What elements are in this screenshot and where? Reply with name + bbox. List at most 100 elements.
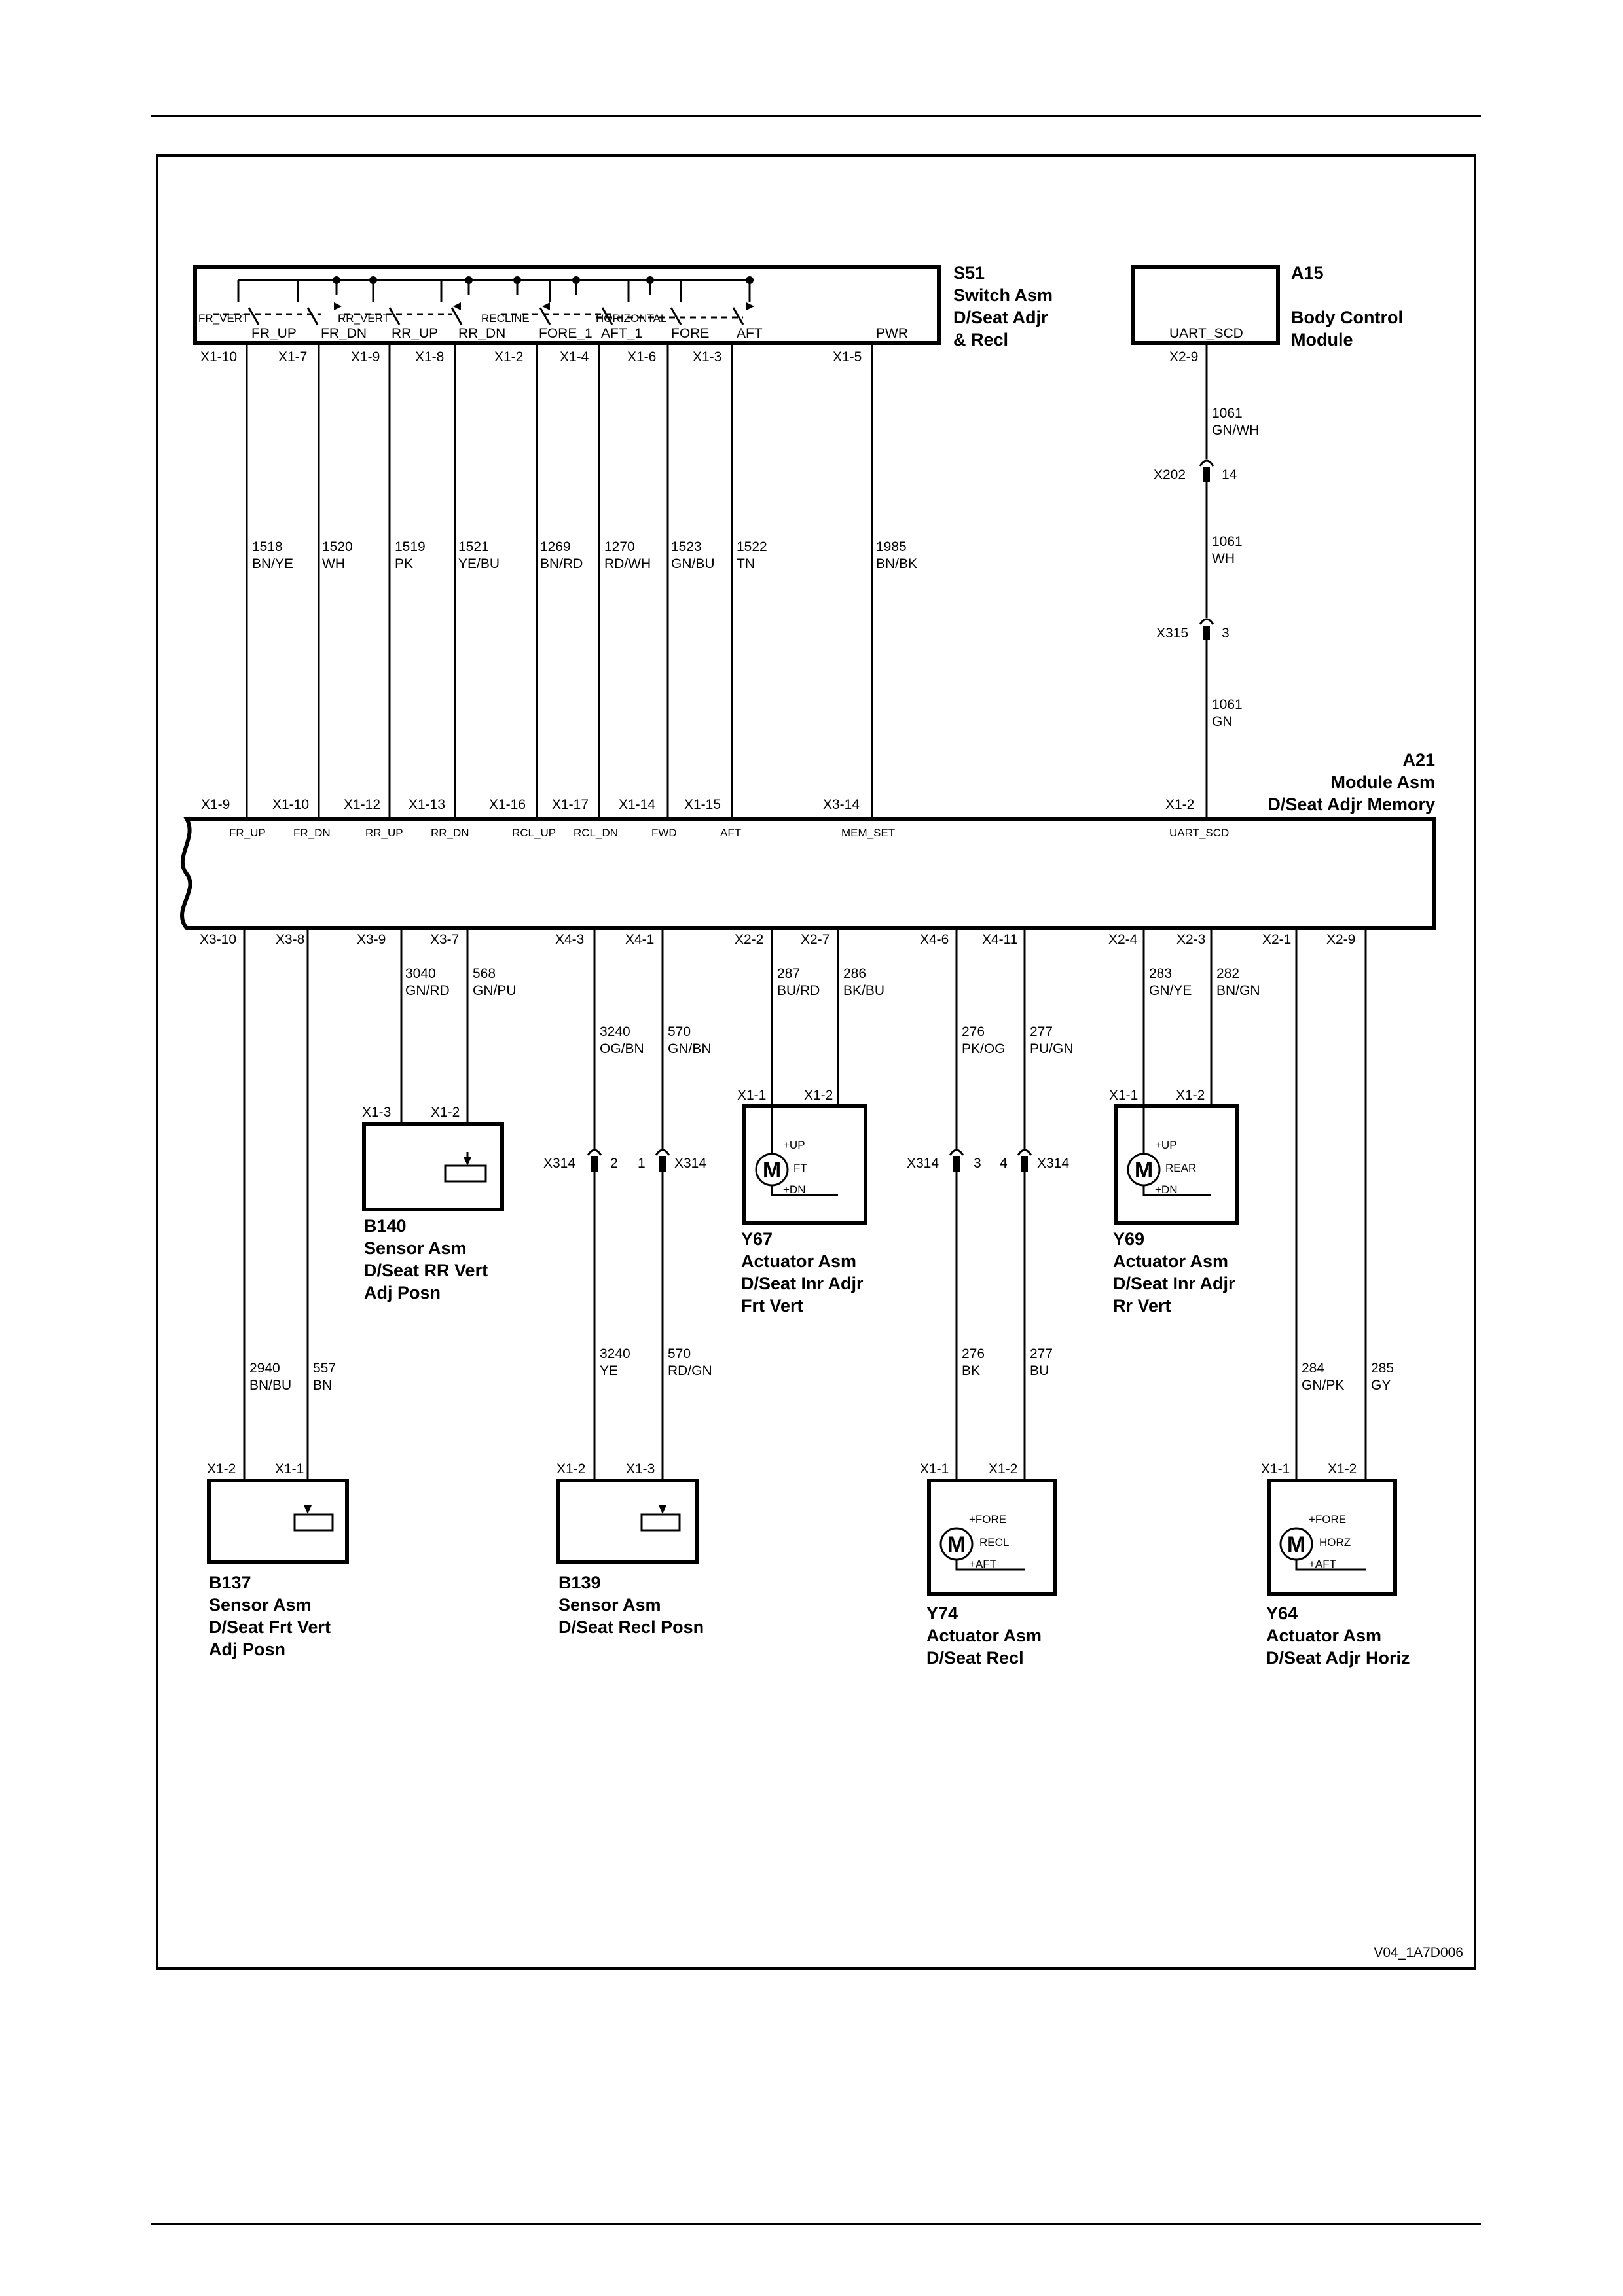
svg-text:1521: 1521 <box>458 539 489 554</box>
b140-potentiometer <box>444 1164 487 1183</box>
svg-text:X1-16: X1-16 <box>489 797 526 812</box>
svg-text:GN/BU: GN/BU <box>671 556 715 571</box>
svg-text:BN/RD: BN/RD <box>540 556 583 571</box>
svg-text:RCL_DN: RCL_DN <box>574 827 618 839</box>
diagram-frame <box>156 154 1476 1970</box>
svg-text:X3-8: X3-8 <box>276 932 304 947</box>
svg-text:Module Asm: Module Asm <box>1330 772 1435 792</box>
svg-text:Actuator Asm: Actuator Asm <box>1266 1626 1381 1645</box>
svg-text:FWD: FWD <box>651 827 677 839</box>
svg-text:X1-13: X1-13 <box>409 797 445 812</box>
svg-text:Sensor Asm: Sensor Asm <box>209 1595 312 1615</box>
svg-text:PU/GN: PU/GN <box>1030 1041 1074 1056</box>
svg-text:Adj Posn: Adj Posn <box>209 1640 285 1659</box>
svg-text:PK/OG: PK/OG <box>962 1041 1006 1056</box>
svg-text:X4-1: X4-1 <box>625 932 654 947</box>
svg-text:1270: 1270 <box>604 539 635 554</box>
svg-text:+FORE: +FORE <box>1309 1513 1346 1526</box>
svg-text:568: 568 <box>473 966 496 981</box>
svg-text:+DN: +DN <box>783 1183 805 1196</box>
svg-text:X314: X314 <box>674 1156 706 1171</box>
svg-text:Rr Vert: Rr Vert <box>1113 1296 1171 1316</box>
svg-text:GY: GY <box>1371 1378 1391 1393</box>
svg-text:1269: 1269 <box>540 539 571 554</box>
svg-text:X3-10: X3-10 <box>200 932 236 947</box>
b137-sensor: X1-2 X1-1 B137 Sensor Asm D/Seat Frt Ver… <box>207 1462 349 1659</box>
s51-contacts <box>247 307 744 325</box>
svg-text:D/Seat Inr Adjr: D/Seat Inr Adjr <box>1113 1274 1235 1293</box>
svg-text:X1-3: X1-3 <box>693 350 721 365</box>
svg-text:X314: X314 <box>1037 1156 1069 1171</box>
svg-text:X2-9: X2-9 <box>1326 932 1355 947</box>
svg-text:1: 1 <box>638 1156 646 1171</box>
svg-text:D/Seat Adjr: D/Seat Adjr <box>953 308 1048 327</box>
svg-text:M: M <box>947 1532 966 1557</box>
svg-text:1061: 1061 <box>1212 697 1243 712</box>
svg-text:MEM_SET: MEM_SET <box>841 827 895 839</box>
svg-text:RR_DN: RR_DN <box>458 326 505 341</box>
svg-text:X1-15: X1-15 <box>684 797 721 812</box>
b140-sensor: X1-3 X1-2 B140 Sensor Asm D/Seat RR Vert… <box>362 1105 504 1302</box>
svg-text:X1-4: X1-4 <box>560 350 589 365</box>
svg-text:D/Seat Adjr Horiz: D/Seat Adjr Horiz <box>1266 1648 1410 1668</box>
x315-connector <box>1199 618 1214 625</box>
svg-text:GN/YE: GN/YE <box>1149 983 1192 998</box>
svg-text:X1-12: X1-12 <box>344 797 380 812</box>
svg-text:1985: 1985 <box>876 539 907 554</box>
svg-text:570: 570 <box>668 1346 691 1361</box>
svg-text:1061: 1061 <box>1212 534 1243 549</box>
a21-ref: A21 <box>1402 750 1435 770</box>
svg-text:X1-1: X1-1 <box>737 1088 766 1103</box>
a15-body-control-module: UART_SCD X2-9 A15 Body Control Module 10… <box>1131 263 1403 819</box>
svg-text:M: M <box>1287 1532 1305 1557</box>
svg-text:GN/WH: GN/WH <box>1212 423 1259 438</box>
svg-text:X1-14: X1-14 <box>619 797 655 812</box>
svg-text:FR_UP: FR_UP <box>251 326 297 341</box>
svg-text:FORE: FORE <box>671 326 709 341</box>
svg-text:Y67: Y67 <box>741 1229 773 1249</box>
svg-text:Sensor Asm: Sensor Asm <box>364 1238 467 1258</box>
svg-text:AFT: AFT <box>720 827 741 839</box>
svg-text:X315: X315 <box>1156 626 1188 641</box>
svg-text:1519: 1519 <box>395 539 426 554</box>
a15-box <box>1131 265 1280 345</box>
svg-text:282: 282 <box>1216 966 1239 981</box>
svg-text:YE/BU: YE/BU <box>458 556 500 571</box>
svg-text:B139: B139 <box>558 1573 601 1592</box>
b137-potentiometer <box>293 1513 334 1532</box>
svg-text:557: 557 <box>313 1361 336 1376</box>
svg-text:PWR: PWR <box>876 326 908 341</box>
svg-text:1520: 1520 <box>322 539 353 554</box>
svg-text:287: 287 <box>777 966 800 981</box>
svg-text:X1-2: X1-2 <box>989 1462 1017 1477</box>
svg-text:Module: Module <box>1291 330 1353 350</box>
svg-text:D/Seat Recl: D/Seat Recl <box>926 1648 1024 1668</box>
svg-text:BU/RD: BU/RD <box>777 983 820 998</box>
svg-text:WH: WH <box>1212 551 1235 566</box>
svg-text:285: 285 <box>1371 1361 1394 1376</box>
svg-text:RR_UP: RR_UP <box>392 326 438 341</box>
svg-text:283: 283 <box>1149 966 1172 981</box>
svg-text:AFT: AFT <box>737 326 763 341</box>
svg-text:1523: 1523 <box>671 539 702 554</box>
svg-text:BN: BN <box>313 1378 332 1393</box>
svg-text:X4-11: X4-11 <box>982 932 1017 947</box>
svg-text:Actuator Asm: Actuator Asm <box>926 1626 1042 1645</box>
svg-text:X1-1: X1-1 <box>920 1462 949 1477</box>
svg-text:GN/PU: GN/PU <box>473 983 517 998</box>
y67-actuator: M +UP FT +DN X1-1 X1-2 Y67 Actuator Asm … <box>737 1088 867 1316</box>
svg-text:+AFT: +AFT <box>969 1558 996 1570</box>
svg-text:FR_DN: FR_DN <box>293 827 331 839</box>
svg-text:BU: BU <box>1030 1363 1049 1378</box>
svg-text:4: 4 <box>1000 1156 1008 1171</box>
a15-ref: A15 <box>1291 263 1324 283</box>
svg-text:BN/BK: BN/BK <box>876 556 917 571</box>
svg-text:HORIZONTAL: HORIZONTAL <box>596 312 666 325</box>
svg-text:X2-9: X2-9 <box>1169 350 1198 365</box>
svg-text:X1-6: X1-6 <box>627 350 656 365</box>
svg-text:X202: X202 <box>1154 467 1186 482</box>
svg-text:570: 570 <box>668 1024 691 1039</box>
